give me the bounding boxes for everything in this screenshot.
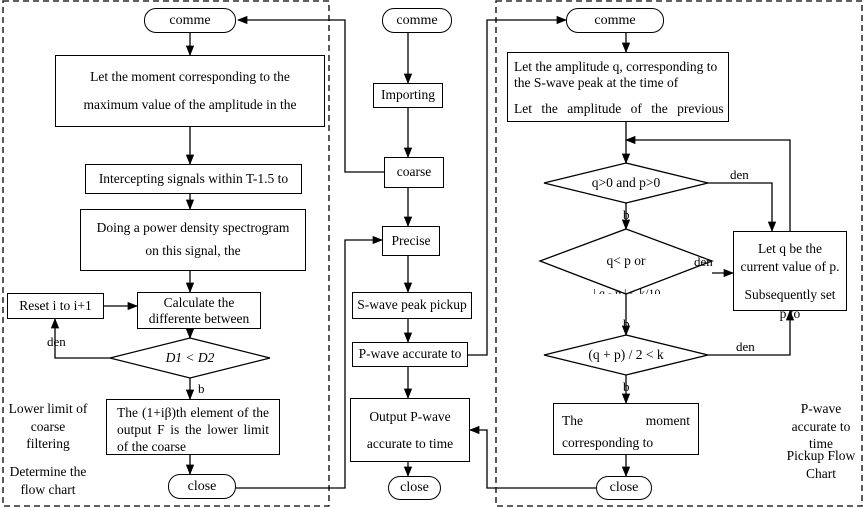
right-decision-2-line2: | q - p | < k/10 <box>593 287 661 294</box>
swave-peak-text: S-wave peak pickup <box>357 297 467 313</box>
right-decision-1-text: q>0 and p>0 <box>591 175 661 190</box>
left-calculate-box: Calculate the differente between <box>137 292 261 329</box>
middle-start-label: comme <box>396 12 438 28</box>
left-yes-label: b <box>198 381 205 396</box>
right-decision-2-line1: q< p or <box>606 253 646 268</box>
precise-box: Precise <box>382 226 440 256</box>
left-reset-box: Reset i to i+1 <box>7 293 104 319</box>
middle-end-label: close <box>400 480 429 495</box>
right-no-label-1: den <box>730 167 749 182</box>
right-no-label-2: den <box>694 254 713 269</box>
coarse-text: coarse <box>396 164 432 180</box>
right-start-terminal: comme <box>566 8 664 33</box>
middle-start-terminal: comme <box>382 8 452 33</box>
right-amplitude-box: Let the amplitude q, corresponding to th… <box>507 52 729 122</box>
right-amplitude-text: Let the amplitude q, corresponding to th… <box>514 59 718 91</box>
right-update-text-2: Subsequently set p to <box>744 287 836 321</box>
right-update-text-1: Let q be the current value of p. <box>740 241 840 275</box>
right-result-box: The moment corresponding to <box>553 403 699 455</box>
left-reset-text: Reset i to i+1 <box>19 297 92 313</box>
left-max-moment-box: Let the moment corresponding to the maxi… <box>55 55 325 127</box>
coarse-box: coarse <box>384 157 444 188</box>
left-start-terminal: comme <box>144 8 236 33</box>
importing-box: Importing <box>373 83 443 108</box>
right-caption-pickup: Pickup Flow Chart <box>786 448 856 481</box>
left-caption-lower-limit: Lower limit of coarse filtering <box>8 401 88 452</box>
right-previous-text: Let the amplitude of the previous <box>514 101 724 117</box>
right-yes-label-2: b <box>623 316 630 331</box>
left-spectrogram-box: Doing a power density spectrogram on thi… <box>80 209 306 271</box>
left-result-box: The (1+iβ)th element of the output F is … <box>106 399 280 455</box>
left-no-label: den <box>47 334 66 349</box>
left-group-frame <box>2 0 330 507</box>
right-end-label: close <box>609 480 639 495</box>
left-spectrogram-text: Doing a power density spectrogram on thi… <box>96 220 290 258</box>
right-result-text: The moment corresponding to <box>562 413 690 450</box>
left-intercept-text: Intercepting signals within T-1.5 to <box>98 170 289 186</box>
right-yes-label-1: b <box>623 207 630 222</box>
right-update-box: Let q be the current value of p. Subsequ… <box>733 231 847 321</box>
right-group-frame <box>495 0 863 507</box>
swave-peak-box: S-wave peak pickup <box>352 292 472 319</box>
left-intercept-box: Intercepting signals within T-1.5 to <box>85 164 302 194</box>
right-decision-2-text: q< p or <box>580 253 672 269</box>
left-result-text: The (1+iβ)th element of the output F is … <box>117 405 269 454</box>
left-decision-text: D1 < D2 <box>165 350 215 365</box>
right-start-label: comme <box>594 12 636 28</box>
right-yes-label-3: b <box>623 379 630 394</box>
left-end-label: close <box>187 478 217 494</box>
right-end-terminal: close <box>596 476 652 500</box>
left-max-moment-text: Let the moment corresponding to the maxi… <box>83 68 297 112</box>
right-caption-pwave: P-wave accurate to time <box>791 401 851 452</box>
middle-end-terminal: close <box>388 476 441 500</box>
precise-text: Precise <box>391 232 431 248</box>
left-start-label: comme <box>169 12 211 28</box>
output-pwave-box: Output P-wave accurate to time <box>350 398 470 462</box>
importing-text: Importing <box>381 87 435 103</box>
pwave-accurate-box: P-wave accurate to <box>352 342 468 367</box>
pwave-accurate-text: P-wave accurate to <box>358 346 462 362</box>
left-end-terminal: close <box>168 474 236 499</box>
output-pwave-text: Output P-wave accurate to time <box>366 409 454 451</box>
right-no-label-3: den <box>736 339 755 354</box>
left-calculate-text: Calculate the differente between <box>148 294 250 326</box>
left-caption-flow-chart: Determine the flow chart <box>9 464 87 497</box>
right-decision-3-text: (q + p) / 2 < k <box>588 347 664 362</box>
